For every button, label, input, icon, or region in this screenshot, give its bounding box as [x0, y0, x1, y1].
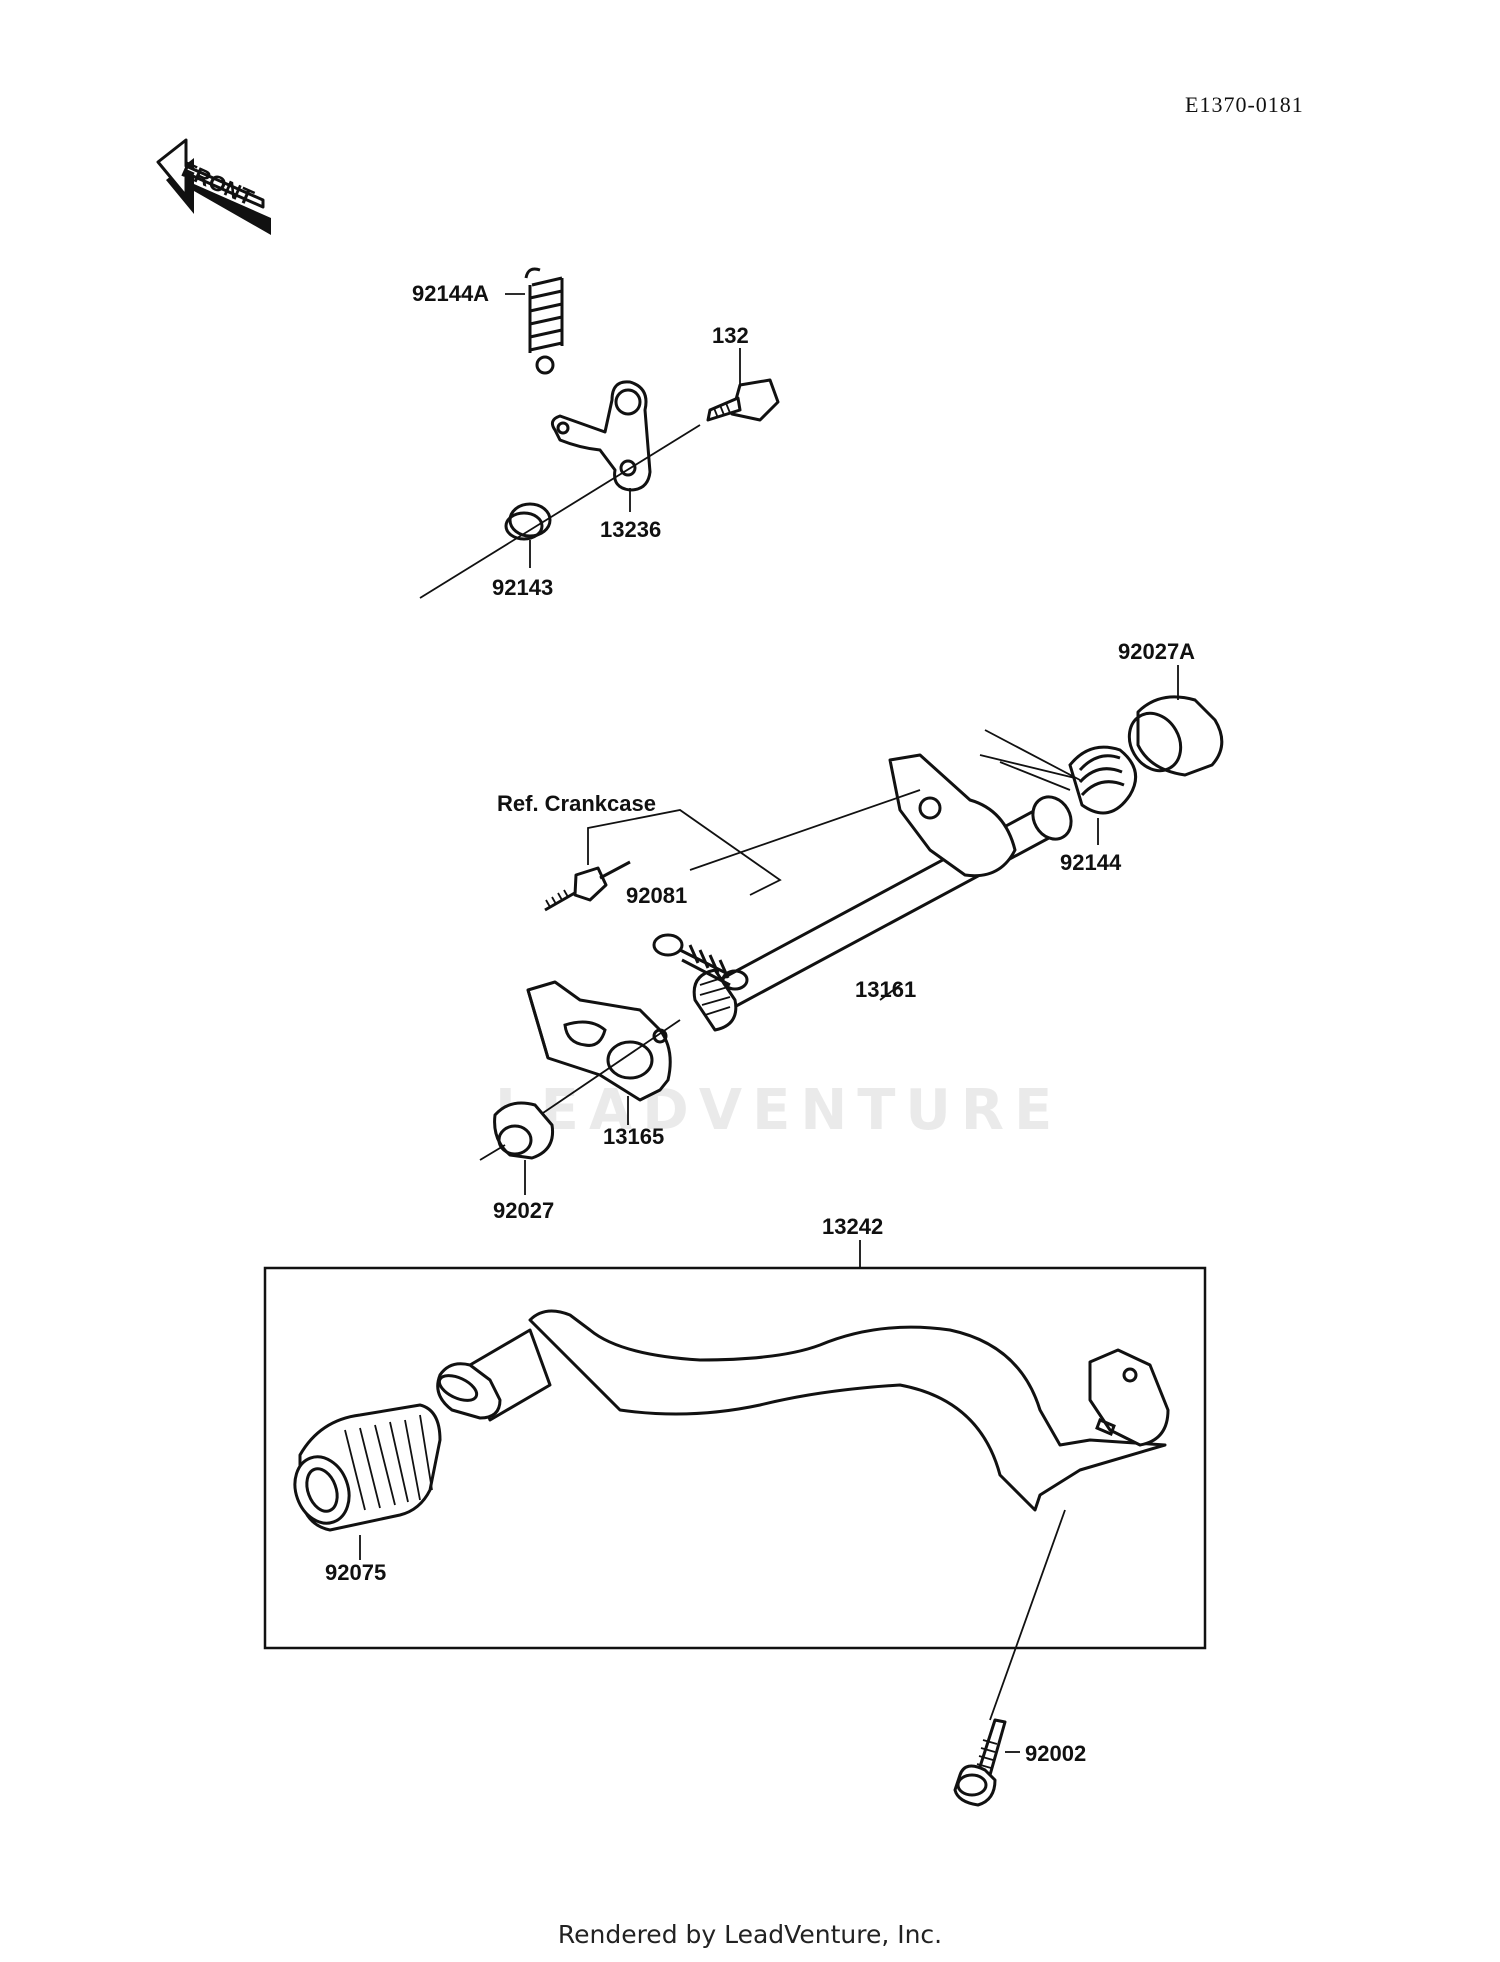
collar-92027	[493, 1101, 555, 1160]
watermark-text: LEADVENTURE	[495, 1078, 1063, 1143]
label-ref-crankcase: Ref. Crankcase	[497, 791, 656, 816]
pedal-assembly-box	[263, 1266, 1207, 1650]
label-92144: 92144	[1060, 850, 1122, 875]
footer-credit: Rendered by LeadVenture, Inc.	[557, 1920, 943, 1949]
shift-arm-13236	[550, 380, 652, 492]
collar-92027a	[1127, 695, 1224, 777]
label-132: 132	[712, 323, 749, 348]
pedal-rubber-92075	[293, 1403, 442, 1532]
torsion-spring-92144	[979, 729, 1138, 815]
label-13242: 13242	[822, 1214, 883, 1239]
label-92027: 92027	[493, 1198, 554, 1223]
front-arrow: FRONT	[156, 138, 271, 235]
crankcase-stud	[544, 860, 631, 912]
spring-92144a	[524, 267, 564, 375]
label-13236: 13236	[600, 517, 661, 542]
label-92002: 92002	[1025, 1741, 1086, 1766]
label-92144a: 92144A	[412, 281, 489, 306]
label-92143: 92143	[492, 575, 553, 600]
diagram-reference-code: E1370-0181	[1185, 92, 1304, 117]
shift-shaft-13161	[692, 753, 1073, 1032]
collar-92143	[504, 502, 552, 541]
plate-13165	[526, 980, 672, 1102]
bolt-92002	[953, 1718, 1007, 1807]
label-92075: 92075	[325, 1560, 386, 1585]
shift-pedal-13242	[436, 1309, 1170, 1512]
label-92027a: 92027A	[1118, 639, 1195, 664]
label-13165: 13165	[603, 1124, 664, 1149]
spring-92081	[652, 933, 749, 991]
label-13161: 13161	[855, 977, 916, 1002]
label-92081: 92081	[626, 883, 687, 908]
bolt-132	[706, 378, 780, 422]
